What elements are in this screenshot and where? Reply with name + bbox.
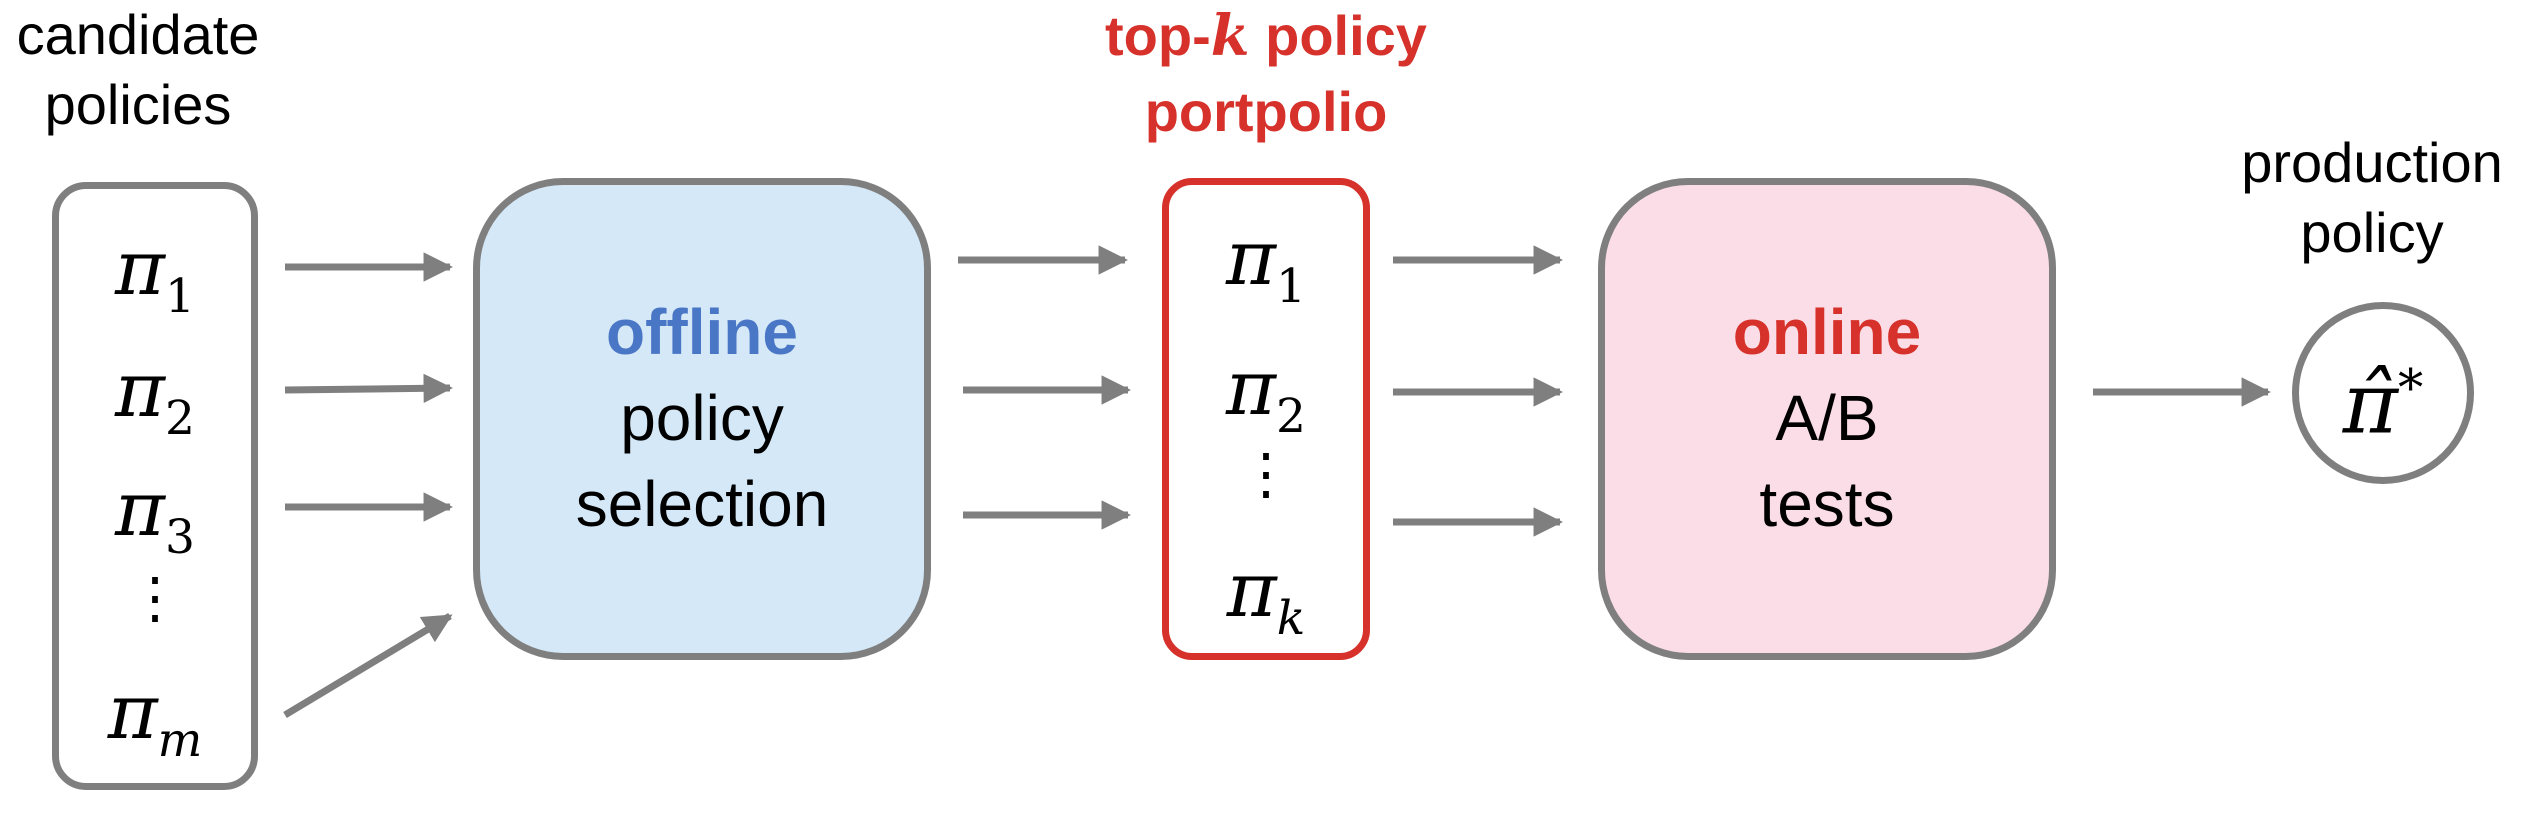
- offline-keyword: offline: [606, 296, 798, 368]
- topk-suffix: policy: [1249, 4, 1427, 67]
- pi-symbol: π: [107, 667, 158, 756]
- pi-symbol: π: [115, 345, 165, 434]
- portfolio-policy-k: πk: [1169, 545, 1363, 664]
- candidate-policies-box: π1 π2 π3 ⋮ πm: [52, 182, 258, 790]
- policy-index: 1: [1275, 258, 1306, 314]
- production-policy-circle: π̂*: [2292, 302, 2474, 484]
- candidate-policy-3: π3: [59, 464, 251, 583]
- pi-symbol: π: [115, 464, 165, 553]
- candidate-policy-2: π2: [59, 345, 251, 464]
- candidate-policy-1: π1: [59, 223, 251, 342]
- policy-index: 1: [164, 268, 195, 324]
- production-heading-line2: policy: [2300, 201, 2444, 264]
- policy-index: 3: [164, 509, 195, 565]
- production-policy-symbol: π̂*: [2299, 343, 2467, 449]
- pi-symbol: π: [1226, 343, 1276, 432]
- candidate-policy-m: πm: [59, 667, 251, 786]
- candidate-heading-line1: candidate: [16, 3, 260, 66]
- offline-line3: selection: [575, 468, 829, 540]
- policy-index: k: [1276, 590, 1306, 646]
- pi-symbol: π: [1226, 545, 1277, 634]
- policy-index: m: [157, 712, 203, 768]
- topk-k: k: [1210, 3, 1250, 69]
- production-policy-heading: production policy: [2222, 128, 2522, 268]
- portfolio-ellipsis: ⋮: [1238, 442, 1294, 507]
- policy-index: 2: [164, 390, 195, 446]
- topk-heading-line1: top-k policy: [1020, 0, 1512, 74]
- pi-symbol: π: [1226, 213, 1276, 302]
- online-line3: tests: [1759, 468, 1895, 540]
- candidate-heading-line2: policies: [44, 73, 232, 136]
- online-keyword: online: [1732, 296, 1922, 368]
- candidate-policies-heading: candidate policies: [0, 0, 276, 140]
- offline-line2: policy: [620, 382, 784, 454]
- portfolio-policy-1: π1: [1169, 213, 1363, 332]
- topk-portfolio-heading: top-k policy portpolio: [1020, 0, 1512, 150]
- pi-symbol: π: [115, 223, 165, 312]
- topk-portfolio-box: π1 π2 ⋮ πk: [1162, 178, 1370, 660]
- production-heading-line1: production: [2241, 131, 2503, 194]
- topk-heading-line2: portpolio: [1144, 80, 1388, 143]
- topk-prefix: top-: [1105, 4, 1211, 67]
- arrow-cand-m-to-offline: [283, 612, 453, 719]
- pi-hat-symbol: π̂: [2342, 354, 2398, 453]
- offline-policy-selection-box: offline policy selection: [473, 178, 931, 660]
- online-box-text: online A/B tests: [1605, 289, 2049, 547]
- arrow-cand-2-to-offline: [284, 373, 453, 404]
- star-superscript: *: [2398, 358, 2424, 417]
- policy-index: 2: [1275, 388, 1306, 444]
- candidate-ellipsis: ⋮: [127, 566, 183, 631]
- portfolio-policy-2: π2: [1169, 343, 1363, 462]
- offline-box-text: offline policy selection: [480, 289, 924, 547]
- online-line2: A/B: [1775, 382, 1879, 454]
- online-ab-tests-box: online A/B tests: [1598, 178, 2056, 660]
